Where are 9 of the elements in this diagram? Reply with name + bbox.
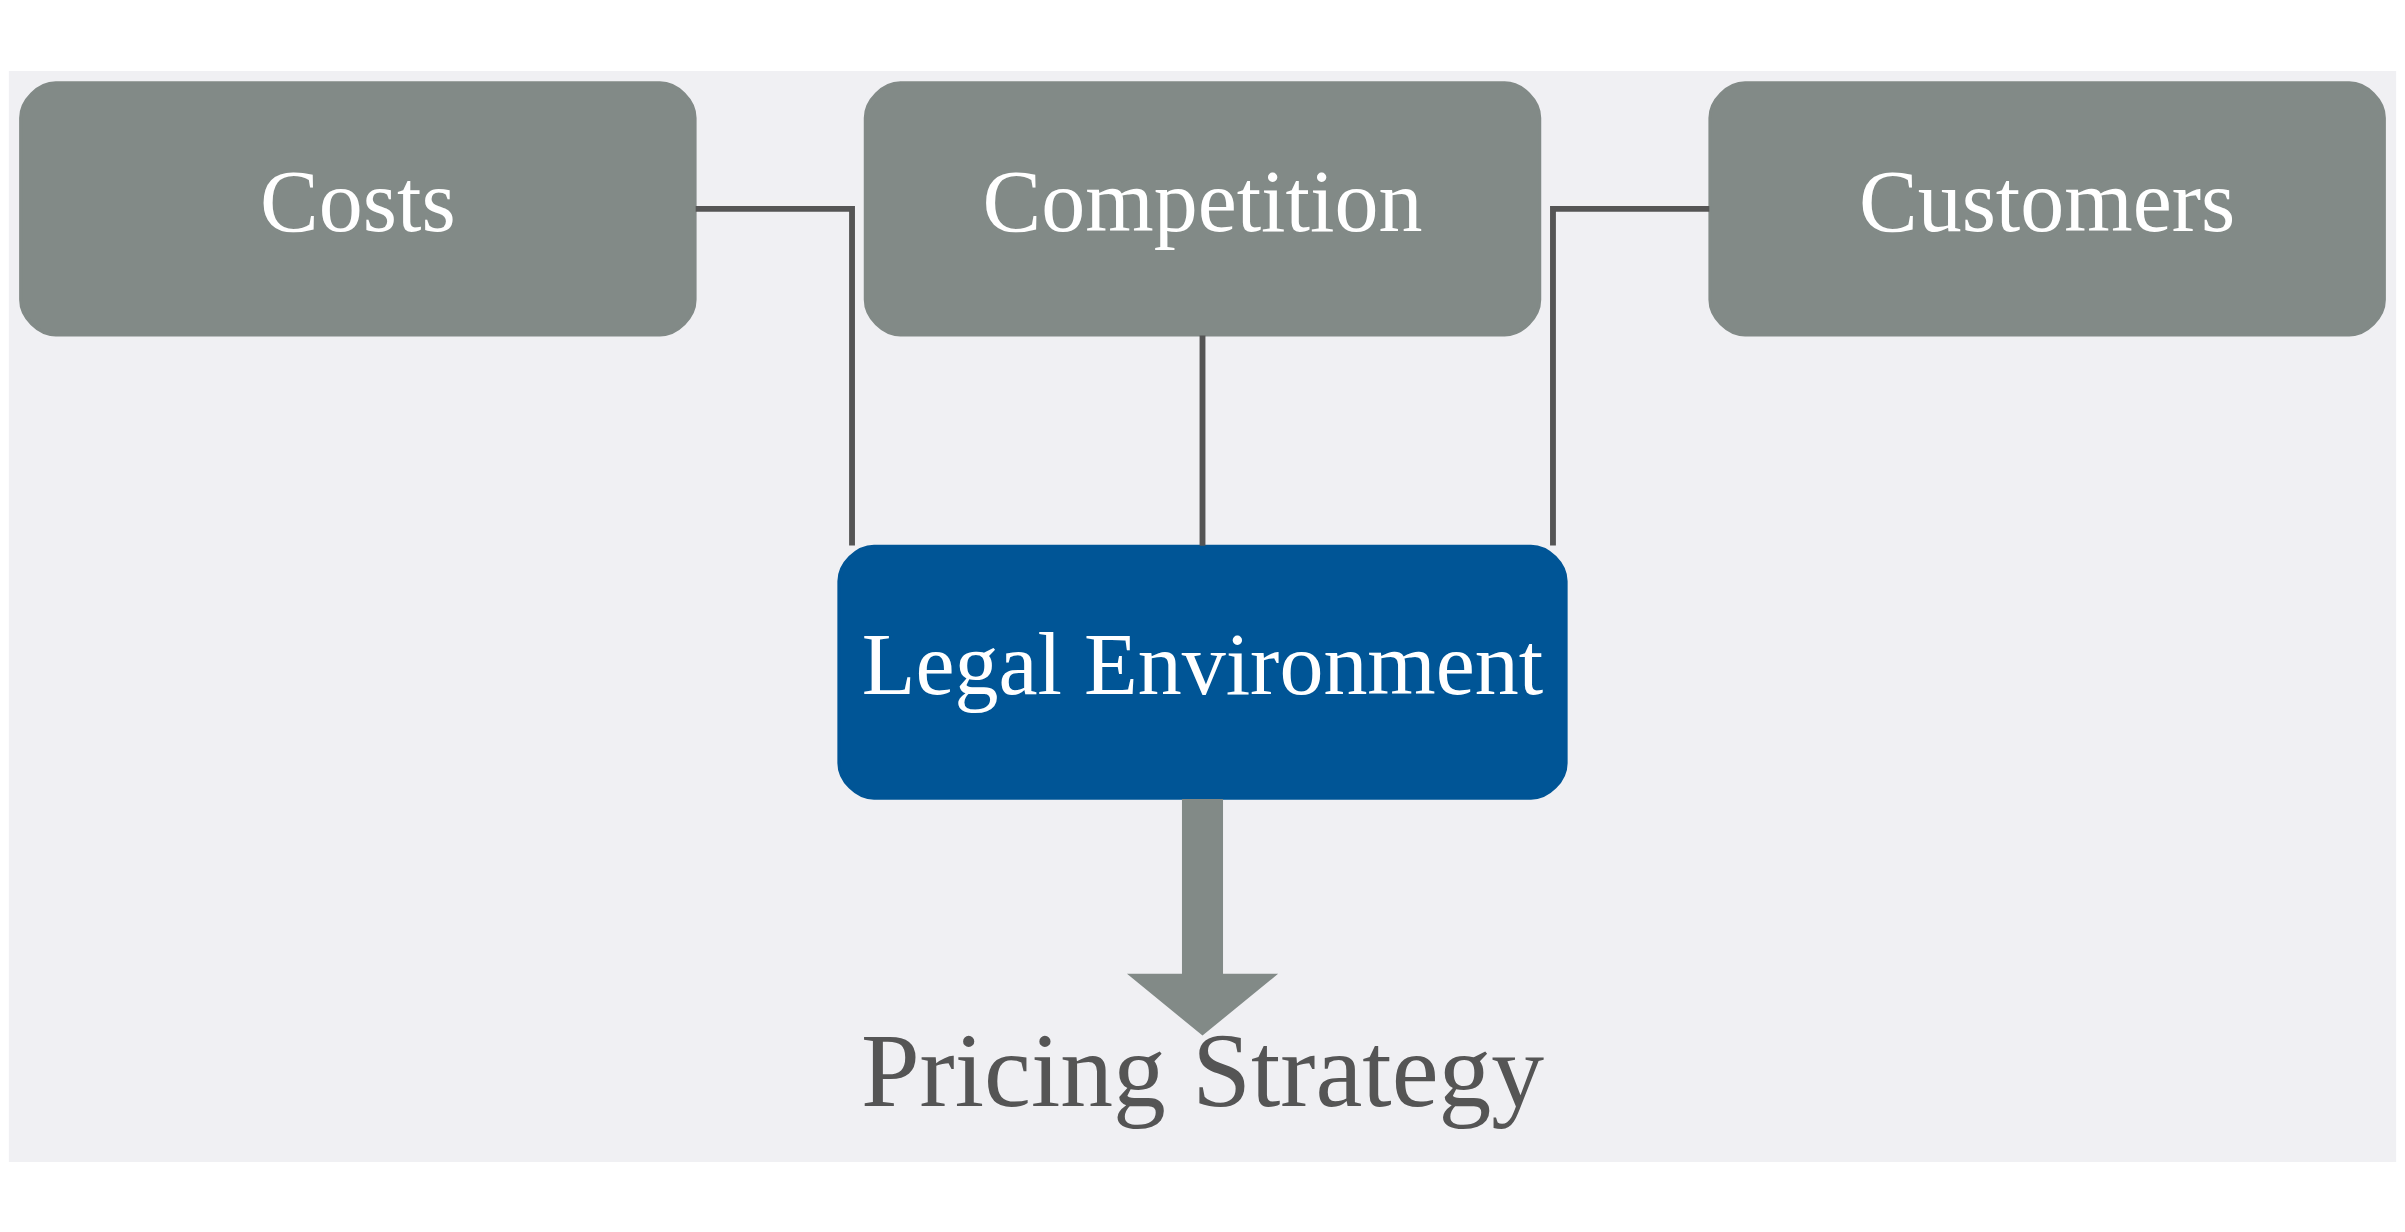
node-box: Legal Environment [837, 544, 1568, 800]
node-text: Pricing Strategy [860, 1011, 1545, 1129]
node-box: Competition [863, 80, 1542, 336]
node-box: Costs [19, 80, 697, 336]
connector [1199, 334, 1206, 546]
connector [1550, 205, 1710, 546]
arrow [1127, 798, 1279, 1036]
connector [695, 205, 855, 546]
node-box: Customers [1708, 80, 2386, 336]
